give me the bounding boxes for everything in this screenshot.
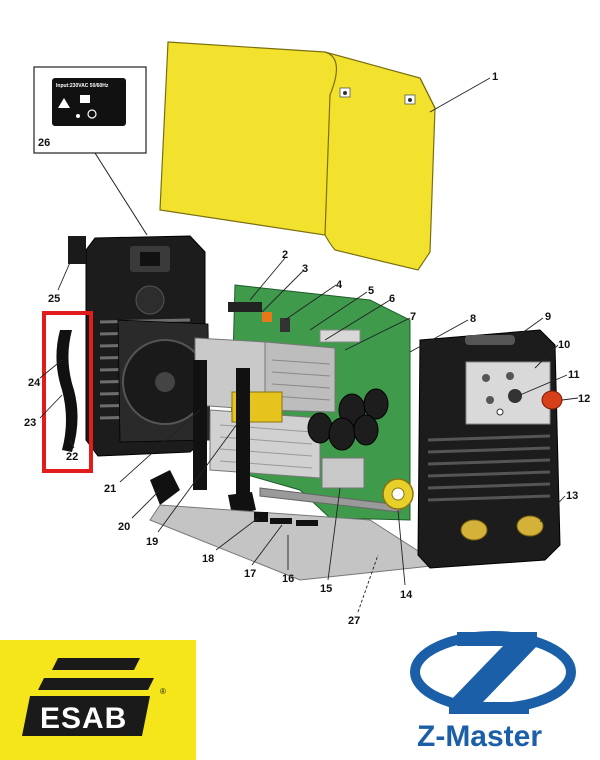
esab-registered-mark: ®: [160, 687, 166, 696]
callout-11: 11: [568, 369, 580, 381]
callout-8: 8: [470, 313, 476, 325]
internal-chassis: [149, 284, 442, 581]
esab-wordmark: ESAB: [40, 702, 127, 735]
callout-25: 25: [48, 293, 60, 305]
callout-18: 18: [202, 553, 214, 565]
callout-23: 23: [24, 417, 36, 429]
callout-22: 22: [66, 451, 78, 463]
warning-icon: [58, 98, 70, 108]
callout-1: 1: [492, 71, 498, 83]
callout-5: 5: [368, 285, 374, 297]
callout-24: 24: [28, 377, 41, 389]
callout-20: 20: [118, 521, 130, 533]
callout-7: 7: [410, 311, 416, 323]
esab-logo: ESAB ®: [0, 640, 196, 760]
callout-6: 6: [389, 293, 395, 305]
callout-2: 2: [282, 249, 288, 261]
inset-number: 26: [38, 137, 50, 149]
callout-12: 12: [578, 393, 590, 405]
callout-4: 4: [336, 279, 343, 291]
callout-14: 14: [400, 589, 413, 601]
callout-3: 3: [302, 263, 308, 275]
callout-13: 13: [566, 490, 578, 502]
callout-21: 21: [104, 483, 116, 495]
inset-label-text: Input:230VAC 50/60Hz: [56, 83, 109, 89]
highlight-box: [42, 311, 93, 473]
callout-17: 17: [244, 568, 256, 580]
leader-lines: [39, 77, 579, 613]
callout-27: 27: [348, 615, 360, 627]
callout-16: 16: [282, 573, 294, 585]
callout-19: 19: [146, 536, 158, 548]
zmaster-logo: Z-Master: [410, 631, 576, 752]
callout-10: 10: [558, 339, 570, 351]
top-cover: [159, 41, 436, 271]
zmaster-wordmark: Z-Master: [417, 720, 542, 752]
manual-icon: [80, 95, 90, 103]
rear-panel: [56, 235, 211, 457]
callout-15: 15: [320, 583, 332, 595]
callout-numbers: 1 2 3 4 5 6 7 8 9 10 11 12 13 14 15 16 1…: [24, 71, 590, 627]
inset-box: Input:230VAC 50/60Hz 26: [33, 66, 148, 236]
callout-9: 9: [545, 311, 551, 323]
ground-icon: [87, 109, 97, 119]
front-panel: [417, 329, 563, 569]
